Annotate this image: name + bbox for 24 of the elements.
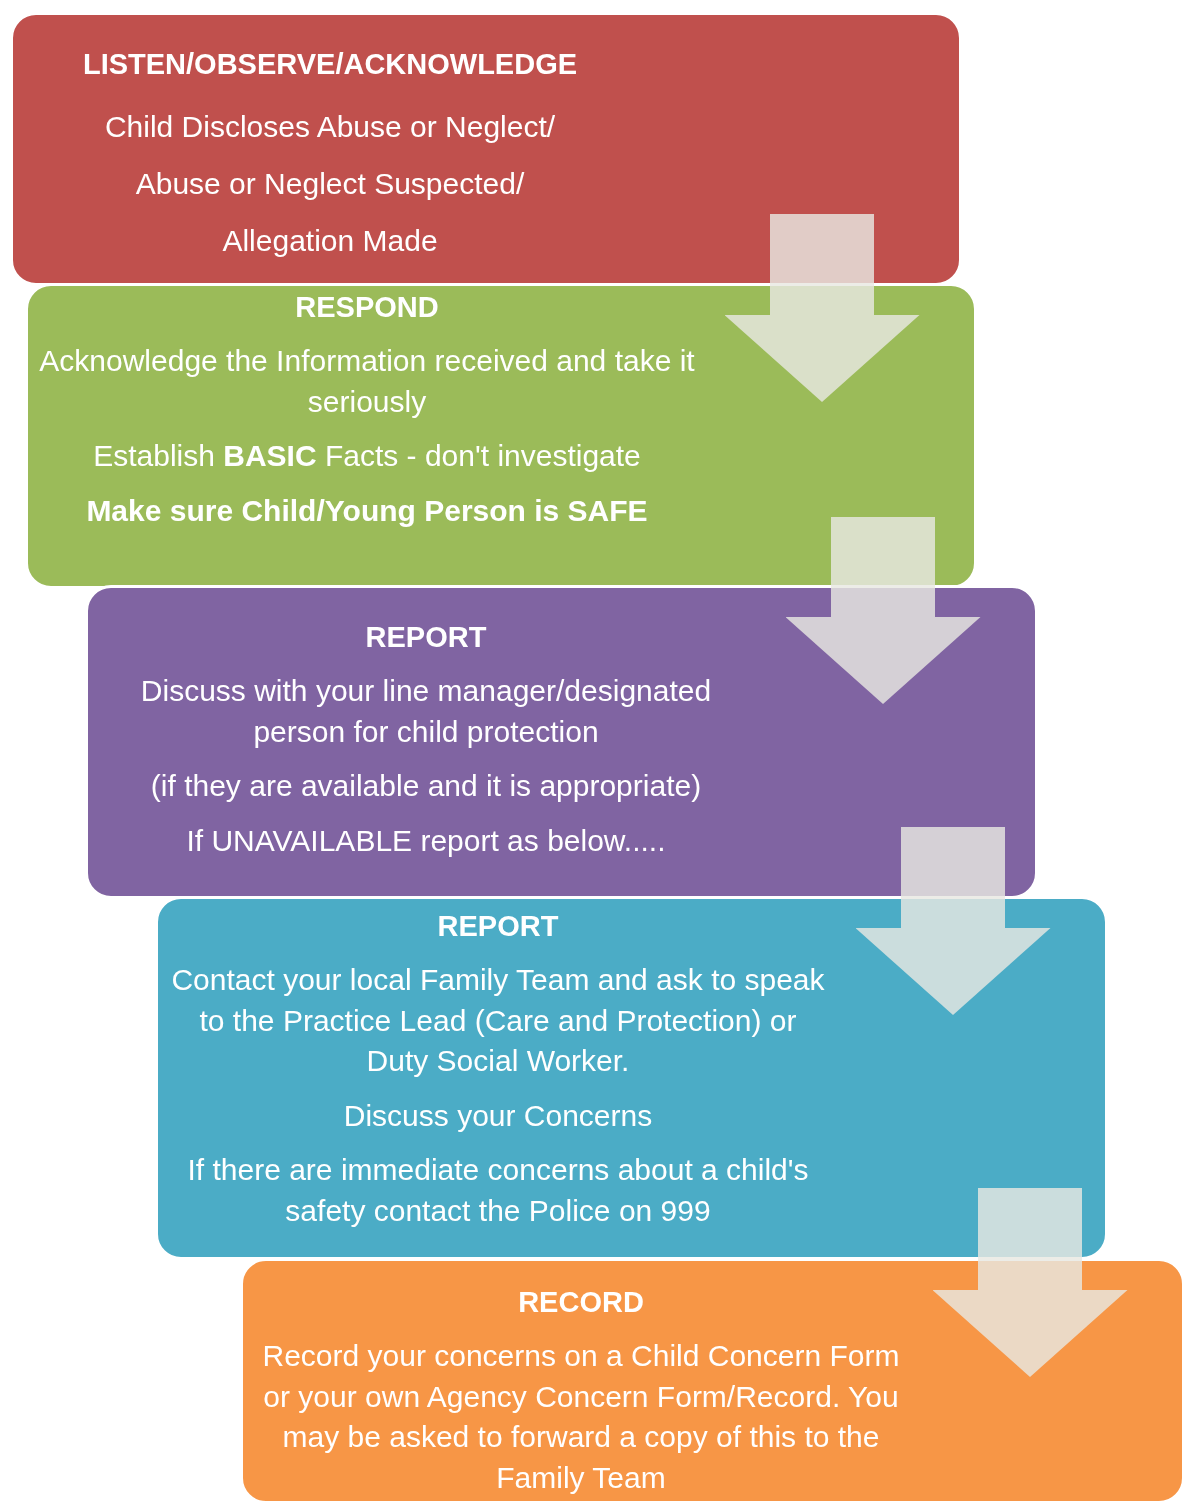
- step-box: [25, 283, 977, 589]
- step-box: [10, 12, 962, 286]
- step-text: Acknowledge the Information received and take it seriously: [38, 343, 696, 420]
- step-heading: LISTEN/OBSERVE/ACKNOWLEDGE: [81, 47, 579, 82]
- step-box: [240, 1258, 1185, 1504]
- step-text: Contact your local Family Team and ask to speak to the Practice Lead (Care and Protection) or Duty Social Worker.: [170, 962, 826, 1080]
- step-text: Record your concerns on a Child Concern Form or your own Agency Concern Form/Record. You may be asked to forward a copy of this to the Family Team: [261, 1338, 901, 1496]
- step-text: Establish BASIC Facts - don't investigate: [92, 438, 642, 475]
- step-heading: REPORT: [436, 909, 560, 944]
- step-text: If there are immediate concerns about a child's safety contact the Police on 999: [186, 1152, 810, 1229]
- step-text: Make sure Child/Young Person is SAFE: [85, 492, 649, 529]
- block-arrow: [932, 1188, 1128, 1377]
- step-text: Child Discloses Abuse or Neglect/ Abuse or Neglect Suspected/ Allegation Made: [103, 109, 557, 260]
- step-heading: REPORT: [364, 620, 488, 655]
- step-box: [155, 896, 1108, 1260]
- step-text: If UNAVAILABLE report as below.....: [185, 822, 667, 859]
- step-box: [85, 585, 1038, 899]
- step-text: Discuss with your line manager/designated person for child protection: [139, 673, 713, 750]
- step-text: Discuss your Concerns: [342, 1097, 654, 1134]
- step-heading: RESPOND: [294, 290, 440, 325]
- block-arrow: [724, 214, 920, 402]
- block-arrow: [855, 827, 1051, 1015]
- step-heading: RECORD: [517, 1285, 645, 1320]
- step-text: (if they are available and it is appropriate): [149, 768, 703, 805]
